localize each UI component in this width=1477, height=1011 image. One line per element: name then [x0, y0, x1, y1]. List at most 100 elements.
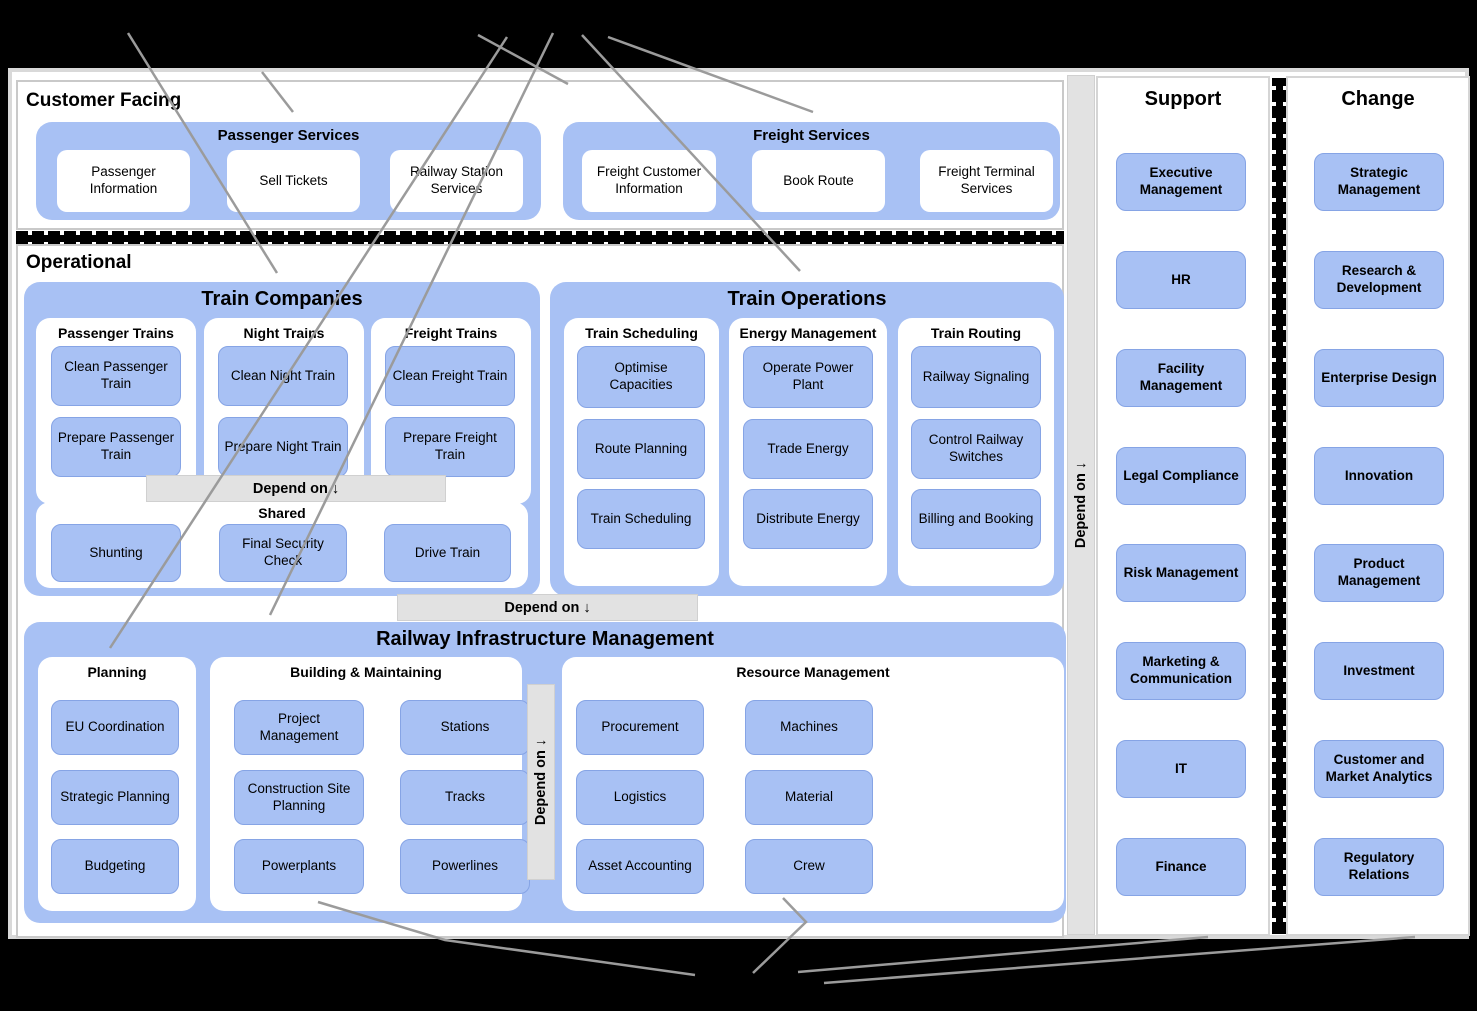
depend-on-label: Depend on ↓ — [252, 480, 340, 497]
capability-customer-market-analytics: Customer and Market Analytics — [1314, 740, 1444, 798]
support-panel: Support Executive Management HR Facility… — [1096, 76, 1270, 936]
capability-tracks: Tracks — [400, 770, 530, 825]
capability-prepare-night-train: Prepare Night Train — [218, 417, 348, 477]
railway-infrastructure-group: Railway Infrastructure Management Planni… — [24, 622, 1066, 923]
capability-product-management: Product Management — [1314, 544, 1444, 602]
capability-innovation: Innovation — [1314, 447, 1444, 505]
capability-machines: Machines — [745, 700, 873, 755]
capability-regulatory-relations: Regulatory Relations — [1314, 838, 1444, 896]
operational-title: Operational — [26, 252, 132, 273]
capability-distribute-energy: Distribute Energy — [743, 489, 873, 549]
capability-book-route: Book Route — [752, 150, 885, 212]
leader-line — [797, 935, 1209, 974]
capability-enterprise-design: Enterprise Design — [1314, 349, 1444, 407]
shared-title: Shared — [258, 505, 306, 521]
capability-eu-coordination: EU Coordination — [51, 700, 179, 755]
capability-powerlines: Powerlines — [400, 839, 530, 894]
capability-clean-freight-train: Clean Freight Train — [385, 346, 515, 406]
depend-on-bar-main: Depend on ↓ — [1067, 75, 1095, 935]
diagram-canvas: Customer Facing Passenger Services Passe… — [8, 68, 1470, 939]
passenger-services-title: Passenger Services — [217, 127, 360, 144]
train-companies-title: Train Companies — [201, 288, 363, 310]
energy-management-title: Energy Management — [739, 325, 877, 341]
change-title: Change — [1341, 88, 1415, 110]
support-title: Support — [1144, 88, 1222, 110]
train-operations-title: Train Operations — [727, 288, 887, 310]
train-scheduling-title: Train Scheduling — [585, 325, 698, 341]
capability-freight-terminal-services: Freight Terminal Services — [920, 150, 1053, 212]
freight-trains-title: Freight Trains — [404, 325, 498, 341]
depend-on-label: Depend on ↓ — [504, 599, 591, 616]
freight-services-title: Freight Services — [753, 127, 870, 144]
depend-on-label: Depend on ↓ — [1073, 461, 1090, 549]
capability-legal-compliance: Legal Compliance — [1116, 447, 1246, 505]
capability-prepare-freight-train: Prepare Freight Train — [385, 417, 515, 477]
resource-management-title: Resource Management — [736, 664, 890, 680]
capability-shunting: Shunting — [51, 524, 181, 582]
capability-powerplants: Powerplants — [234, 839, 364, 894]
support-change-boundary — [1272, 78, 1286, 934]
capability-passenger-information: Passenger Information — [57, 150, 190, 212]
capability-clean-passenger-train: Clean Passenger Train — [51, 346, 181, 406]
freight-services-group: Freight Services Freight Customer Inform… — [563, 122, 1060, 220]
capability-procurement: Procurement — [576, 700, 704, 755]
train-companies-group: Train Companies Passenger Trains Clean P… — [24, 282, 540, 596]
passenger-trains-title: Passenger Trains — [58, 325, 174, 341]
customer-operational-boundary — [16, 231, 1064, 245]
capability-route-planning: Route Planning — [577, 419, 705, 479]
shared-subgroup: Shared Shunting Final Security Check Dri… — [36, 502, 528, 588]
energy-management-subgroup: Energy Management Operate Power Plant Tr… — [729, 318, 887, 586]
customer-facing-panel: Customer Facing Passenger Services Passe… — [16, 80, 1064, 230]
capability-marketing-communication: Marketing & Communication — [1116, 642, 1246, 700]
capability-train-scheduling: Train Scheduling — [577, 489, 705, 549]
capability-material: Material — [745, 770, 873, 825]
capability-strategic-planning: Strategic Planning — [51, 770, 179, 825]
capability-investment: Investment — [1314, 642, 1444, 700]
train-operations-group: Train Operations Train Scheduling Optimi… — [550, 282, 1064, 596]
capability-project-management: Project Management — [234, 700, 364, 755]
capability-logistics: Logistics — [576, 770, 704, 825]
depend-on-bar-operations: Depend on ↓ — [397, 594, 698, 621]
capability-prepare-passenger-train: Prepare Passenger Train — [51, 417, 181, 477]
capability-railway-station-services: Railway Station Services — [390, 150, 523, 212]
change-panel: Change Strategic Management Research & D… — [1286, 76, 1470, 936]
capability-budgeting: Budgeting — [51, 839, 179, 894]
capability-hr: HR — [1116, 251, 1246, 309]
capability-billing-and-booking: Billing and Booking — [911, 489, 1041, 549]
capability-trade-energy: Trade Energy — [743, 419, 873, 479]
capability-freight-customer-information: Freight Customer Information — [582, 150, 716, 212]
capability-clean-night-train: Clean Night Train — [218, 346, 348, 406]
customer-facing-title: Customer Facing — [26, 90, 182, 111]
capability-strategic-management: Strategic Management — [1314, 153, 1444, 211]
resource-management-subgroup: Resource Management Procurement Machines… — [562, 657, 1064, 911]
train-routing-subgroup: Train Routing Railway Signaling Control … — [898, 318, 1054, 586]
operational-panel: Operational Train Companies Passenger Tr… — [16, 244, 1066, 938]
depend-on-bar-infrastructure: Depend on ↓ — [527, 684, 555, 880]
capability-operate-power-plant: Operate Power Plant — [743, 346, 873, 408]
capability-drive-train: Drive Train — [384, 524, 511, 582]
depend-on-bar-train-companies: Depend on ↓ — [146, 475, 446, 502]
railway-infrastructure-title: Railway Infrastructure Management — [376, 628, 714, 650]
capability-finance: Finance — [1116, 838, 1246, 896]
capability-facility-management: Facility Management — [1116, 349, 1246, 407]
capability-research-development: Research & Development — [1314, 251, 1444, 309]
passenger-services-group: Passenger Services Passenger Information… — [36, 122, 541, 220]
planning-subgroup: Planning EU Coordination Strategic Plann… — [38, 657, 196, 911]
leader-line — [823, 935, 1416, 985]
planning-title: Planning — [87, 664, 147, 680]
train-scheduling-subgroup: Train Scheduling Optimise Capacities Rou… — [564, 318, 719, 586]
building-maintaining-subgroup: Building & Maintaining Project Managemen… — [210, 657, 530, 911]
capability-risk-management: Risk Management — [1116, 544, 1246, 602]
train-routing-title: Train Routing — [930, 325, 1022, 341]
capability-final-security-check: Final Security Check — [219, 524, 347, 582]
capability-railway-signaling: Railway Signaling — [911, 346, 1041, 408]
capability-crew: Crew — [745, 839, 873, 894]
capability-stations: Stations — [400, 700, 530, 755]
depend-on-label: Depend on ↓ — [533, 738, 550, 826]
night-trains-title: Night Trains — [243, 325, 325, 341]
capability-optimise-capacities: Optimise Capacities — [577, 346, 705, 408]
capability-control-railway-switches: Control Railway Switches — [911, 419, 1041, 479]
capability-asset-accounting: Asset Accounting — [576, 839, 704, 894]
building-maintaining-title: Building & Maintaining — [290, 664, 442, 680]
